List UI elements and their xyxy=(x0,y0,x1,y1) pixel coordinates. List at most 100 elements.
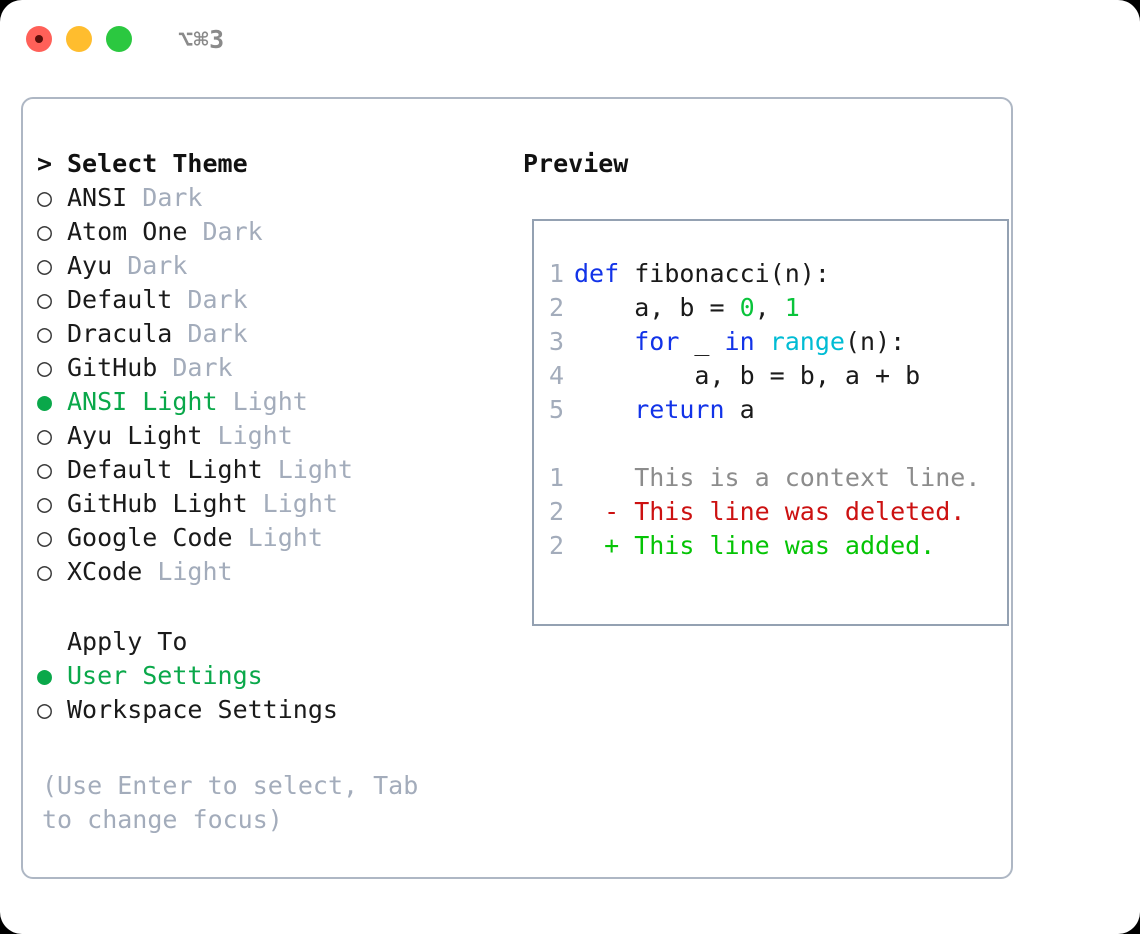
code-token: (n): xyxy=(844,327,906,356)
theme-list-item[interactable]: ○ Atom One Dark xyxy=(37,215,501,249)
theme-list-item[interactable]: ○ XCode Light xyxy=(37,555,501,589)
code-token: in xyxy=(724,327,755,356)
code-token: 0 xyxy=(739,293,755,322)
apply-to-marker-spacer: ○ xyxy=(37,625,67,659)
code-token: range xyxy=(769,327,845,356)
theme-list: ○ANSI Dark○Atom One Dark○Ayu Dark○Defaul… xyxy=(37,181,501,589)
apply-to-title: Apply To xyxy=(67,627,188,656)
theme-name-label: Dracula xyxy=(67,319,173,348)
theme-list-item[interactable]: ○Ayu Dark xyxy=(37,249,501,283)
code-line-number: 3 xyxy=(548,327,564,356)
code-line-content: a, b = b, a + b xyxy=(574,359,920,393)
keyboard-hint-text: (Use Enter to select, Tab to change focu… xyxy=(42,771,419,834)
theme-name-label: Google Code xyxy=(67,523,233,552)
theme-list-item[interactable]: ○ Ayu Light Light xyxy=(37,419,501,453)
theme-name-label: Atom One xyxy=(67,217,188,246)
theme-kind-label: Light xyxy=(142,557,233,586)
theme-list-item[interactable]: ○ Dracula Dark xyxy=(37,317,501,351)
traffic-light-group xyxy=(26,26,132,52)
code-line-number: 4 xyxy=(548,361,564,390)
window-titlebar: ⌥⌘3 xyxy=(0,0,1140,78)
theme-name-label: ANSI xyxy=(67,183,128,212)
theme-name-label: ANSI Light xyxy=(67,387,218,416)
diff-line: 2 + This line was added. xyxy=(534,529,1007,563)
theme-list-item[interactable]: ○ Default Light Light xyxy=(37,453,501,487)
apply-to-option-label: Workspace Settings xyxy=(67,695,338,724)
apply-to-option-list: ●User Settings○Workspace Settings xyxy=(37,659,501,727)
code-token: def xyxy=(574,259,635,288)
theme-list-item[interactable]: ○ Google Code Light xyxy=(37,521,501,555)
caret-icon: > xyxy=(37,149,53,178)
apply-to-heading: ○ Apply To xyxy=(37,625,501,659)
select-theme-heading: > Select Theme xyxy=(37,147,501,181)
theme-list-item[interactable]: ○ GitHub Dark xyxy=(37,351,501,385)
theme-list-item[interactable]: ●ANSI Light Light xyxy=(37,385,501,419)
code-line: 1 def fibonacci(n): xyxy=(534,257,1007,291)
theme-kind-label: Light xyxy=(202,421,293,450)
radio-unselected-icon: ○ xyxy=(37,319,53,348)
theme-kind-label: Dark xyxy=(157,353,233,382)
code-token: , xyxy=(754,293,785,322)
maximize-window-button[interactable] xyxy=(106,26,132,52)
radio-unselected-icon: ○ xyxy=(37,455,53,484)
code-token: 1 xyxy=(784,293,800,322)
radio-unselected-icon: ○ xyxy=(37,489,53,518)
theme-kind-label: Dark xyxy=(172,285,248,314)
code-line: 5 return a xyxy=(534,393,1007,427)
diff-line-number: 2 xyxy=(548,531,564,560)
radio-unselected-icon: ○ xyxy=(37,557,53,586)
theme-kind-label: Dark xyxy=(172,319,248,348)
diff-line-number: 1 xyxy=(548,463,564,492)
code-line: 2 a, b = 0, 1 xyxy=(534,291,1007,325)
theme-name-label: Ayu Light xyxy=(67,421,203,450)
radio-unselected-icon: ○ xyxy=(37,421,53,450)
code-line-number: 2 xyxy=(548,293,564,322)
theme-kind-label: Light xyxy=(232,523,323,552)
code-token xyxy=(574,395,634,424)
code-token xyxy=(574,327,634,356)
code-line-content: a, b = 0, 1 xyxy=(574,291,800,325)
main-panel: > Select Theme ○ANSI Dark○Atom One Dark○… xyxy=(21,97,1013,879)
select-theme-title: Select Theme xyxy=(67,149,248,178)
diff-line-number: 2 xyxy=(548,497,564,526)
code-token: fibonacci(n): xyxy=(634,259,830,288)
diff-line: 2 - This line was deleted. xyxy=(534,495,1007,529)
apply-to-section: ○ Apply To ●User Settings○Workspace Sett… xyxy=(37,625,501,727)
code-token: for xyxy=(634,327,680,356)
apply-to-option[interactable]: ○Workspace Settings xyxy=(37,693,501,727)
theme-name-label: GitHub xyxy=(67,353,158,382)
window-shortcut-label: ⌥⌘3 xyxy=(178,24,225,54)
radio-unselected-icon: ○ xyxy=(37,523,53,552)
radio-selected-icon: ● xyxy=(37,661,53,690)
radio-unselected-icon: ○ xyxy=(37,217,53,246)
minimize-window-button[interactable] xyxy=(66,26,92,52)
radio-unselected-icon: ○ xyxy=(37,251,53,280)
theme-list-item[interactable]: ○Default Dark xyxy=(37,283,501,317)
code-line-number: 1 xyxy=(548,259,564,288)
theme-name-label: XCode xyxy=(67,557,143,586)
close-window-button[interactable] xyxy=(26,26,52,52)
theme-selector-column: > Select Theme ○ANSI Dark○Atom One Dark○… xyxy=(23,99,501,877)
theme-list-item[interactable]: ○ANSI Dark xyxy=(37,181,501,215)
diff-line-content: This is a context line. xyxy=(574,463,981,492)
theme-kind-label: Light xyxy=(262,455,353,484)
code-token: a, b = b, a + b xyxy=(574,361,921,390)
diff-line-content: + This line was added. xyxy=(574,531,936,560)
theme-kind-label: Dark xyxy=(187,217,263,246)
theme-kind-label: Light xyxy=(247,489,338,518)
diff-line: 1 This is a context line. xyxy=(534,461,1007,495)
diff-line-content: - This line was deleted. xyxy=(574,497,966,526)
theme-name-label: Default Light xyxy=(67,455,263,484)
code-token: a, b = xyxy=(574,293,740,322)
radio-unselected-icon: ○ xyxy=(37,353,53,382)
close-icon xyxy=(35,35,43,43)
code-line: 4 a, b = b, a + b xyxy=(534,359,1007,393)
code-token: return xyxy=(634,395,725,424)
code-token xyxy=(755,327,770,356)
apply-to-option[interactable]: ●User Settings xyxy=(37,659,501,693)
theme-list-item[interactable]: ○GitHub Light Light xyxy=(37,487,501,521)
diff-sample-block: 1 This is a context line.2 - This line w… xyxy=(534,461,1007,563)
